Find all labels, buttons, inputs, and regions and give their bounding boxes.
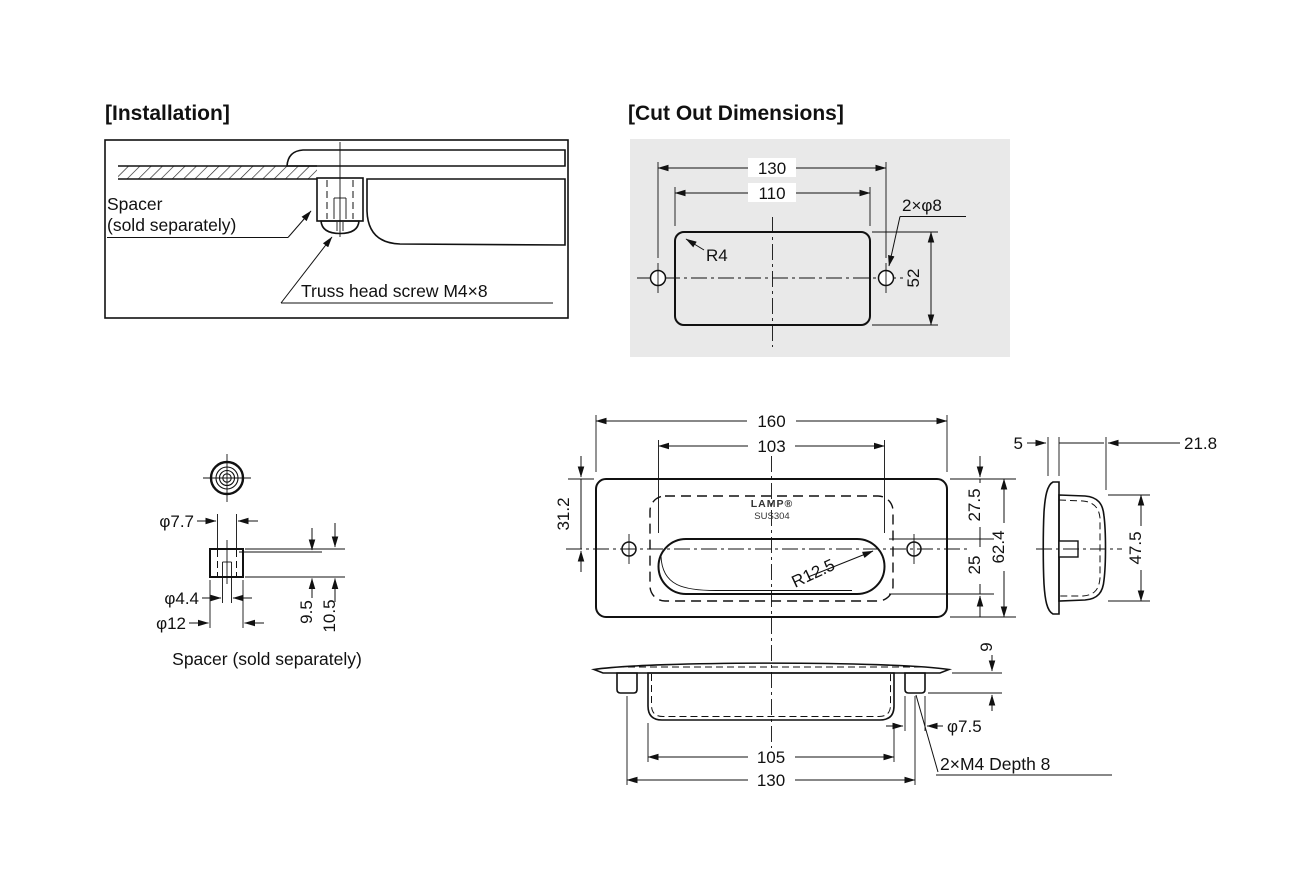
spacer-front-view [209,548,244,578]
bottom-dim-boss-span: 130 [757,771,785,790]
bottom-view: 9 φ7.5 105 130 2×M4 Depth 8 [590,642,1112,790]
side-dim-depth: 21.8 [1184,434,1217,453]
spacer-label-line1: Spacer [107,194,163,214]
cutout-title: [Cut Out Dimensions] [628,102,844,125]
spacer-leader-arrow [287,210,312,238]
installation-title: [Installation] [105,102,230,125]
cutout-dim-r4: R4 [706,246,728,265]
front-dim-handle-width: 103 [757,437,785,456]
material-label: SUS304 [754,511,789,522]
front-dim-top-to-recess: 27.5 [965,488,984,521]
side-dim-flange: 5 [1014,434,1023,453]
screw-label: Truss head screw M4×8 [301,281,488,301]
installation-flange-section [286,149,566,167]
side-dim-body-height: 47.5 [1126,531,1145,564]
brand-logo: LAMP® [751,498,793,510]
cutout-dim-holes: 2×φ8 [902,196,942,215]
front-dim-width: 160 [757,412,785,431]
bottom-dim-protrusion: 9 [977,642,996,651]
bottom-boss-left [616,672,638,694]
spacer-detail-view: φ7.7 9.5 10.5 φ4.4 φ12 Spacer (sold sepa… [156,454,362,669]
bottom-dim-boss-dia: φ7.5 [947,717,982,736]
r4-leader-arrow [685,238,705,251]
front-face [595,478,948,618]
spacer-dim-top-dia: φ7.7 [159,512,194,531]
bottom-flange [590,662,953,674]
installation-border [104,139,569,319]
front-hidden-body [649,495,894,602]
cutout-dim-52: 52 [904,269,923,288]
spacer-label-line2: (sold separately) [107,215,236,235]
front-dim-recess-radius: R12.5 [789,555,838,591]
spacer-dim-body-height: 9.5 [297,600,316,624]
front-recess [657,538,886,595]
spacer-dim-outer-dia: φ12 [156,614,186,633]
side-body [1058,494,1107,602]
holes-leader-arrow [888,216,901,267]
spacer-dim-hole-dia: φ4.4 [164,589,199,608]
cutout-panel [630,139,1010,357]
screw-leader-arrow [280,236,333,304]
recess-radius-leader [807,550,874,578]
bottom-dim-body-width: 105 [757,748,785,767]
installation-view: [Installation] Spacer (sold separately) … [104,102,569,319]
front-dim-half-height: 31.2 [554,497,573,530]
bottom-body [647,672,895,721]
spacer-caption: Spacer (sold separately) [172,649,362,669]
cutout-dim-110: 110 [758,184,785,203]
side-view: 5 21.8 47.5 [1014,434,1217,615]
side-flange [1042,481,1060,615]
bottom-boss-right [904,672,926,694]
spacer-dim-total-height: 10.5 [320,599,339,632]
bottom-thread-note: 2×M4 Depth 8 [940,754,1050,774]
front-view: LAMP® SUS304 160 103 31.2 27.5 25 [554,412,1016,748]
panel-hatch [118,166,317,179]
installation-body-section [366,178,566,246]
cutout-dim-130: 130 [758,159,786,178]
front-dim-recess-height: 25 [965,556,984,575]
front-dim-height: 62.4 [989,530,1008,563]
cutout-view: [Cut Out Dimensions] 130 110 2×φ8 R4 52 [628,102,1010,357]
